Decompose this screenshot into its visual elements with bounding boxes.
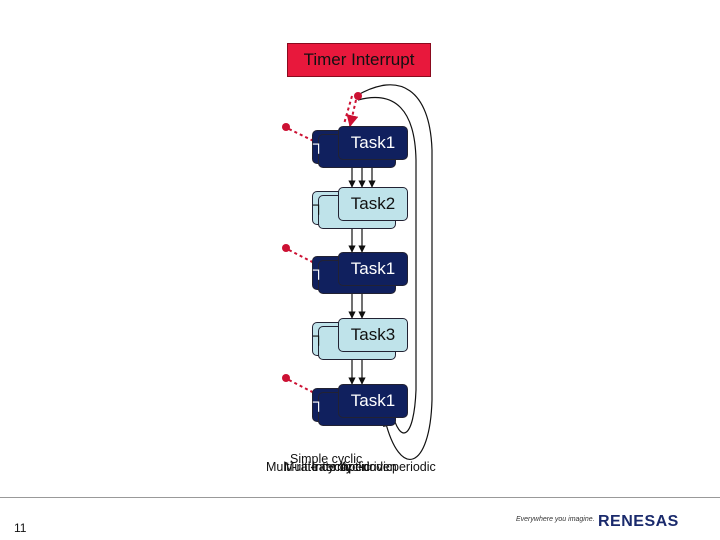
task-label: Task1 bbox=[338, 384, 408, 418]
task-label: Task2 bbox=[338, 187, 408, 221]
task-label: Task1 bbox=[338, 252, 408, 286]
task-node: ┐ Task2 bbox=[312, 187, 408, 229]
caption-line: Aperiodic bbox=[340, 460, 393, 474]
caption-line: Simple cyclic bbox=[290, 452, 363, 466]
loop-arc-inner bbox=[357, 96, 417, 434]
footer-divider bbox=[0, 497, 720, 498]
task-label: Task1 bbox=[338, 126, 408, 160]
footer-tagline: Everywhere you imagine. bbox=[516, 516, 595, 523]
task-node: ┐ Task1 bbox=[312, 252, 408, 294]
caption-line: Multi-rate cyclic bbox=[266, 460, 353, 474]
renesas-logo: RENESAS bbox=[598, 513, 679, 530]
loop-arc-outer bbox=[355, 84, 433, 460]
task-label: Task3 bbox=[338, 318, 408, 352]
page-number: 11 bbox=[14, 521, 27, 535]
caption-line: Multi-rate cyclic bbox=[284, 460, 371, 474]
caption-overlap: Simple cyclic Multi-rate cyclic Multi-ra… bbox=[262, 452, 462, 482]
caption-line: Interrupt-driven bbox=[312, 460, 397, 474]
task-node: ┐ Task1 bbox=[312, 384, 408, 426]
interrupt-arrow-top bbox=[343, 92, 362, 128]
task-node: ┐ Task1 bbox=[312, 126, 408, 168]
timer-interrupt-box: Timer Interrupt bbox=[287, 43, 431, 77]
caption-line: periodic bbox=[392, 460, 436, 474]
task-node: ┐ Task3 bbox=[312, 318, 408, 360]
